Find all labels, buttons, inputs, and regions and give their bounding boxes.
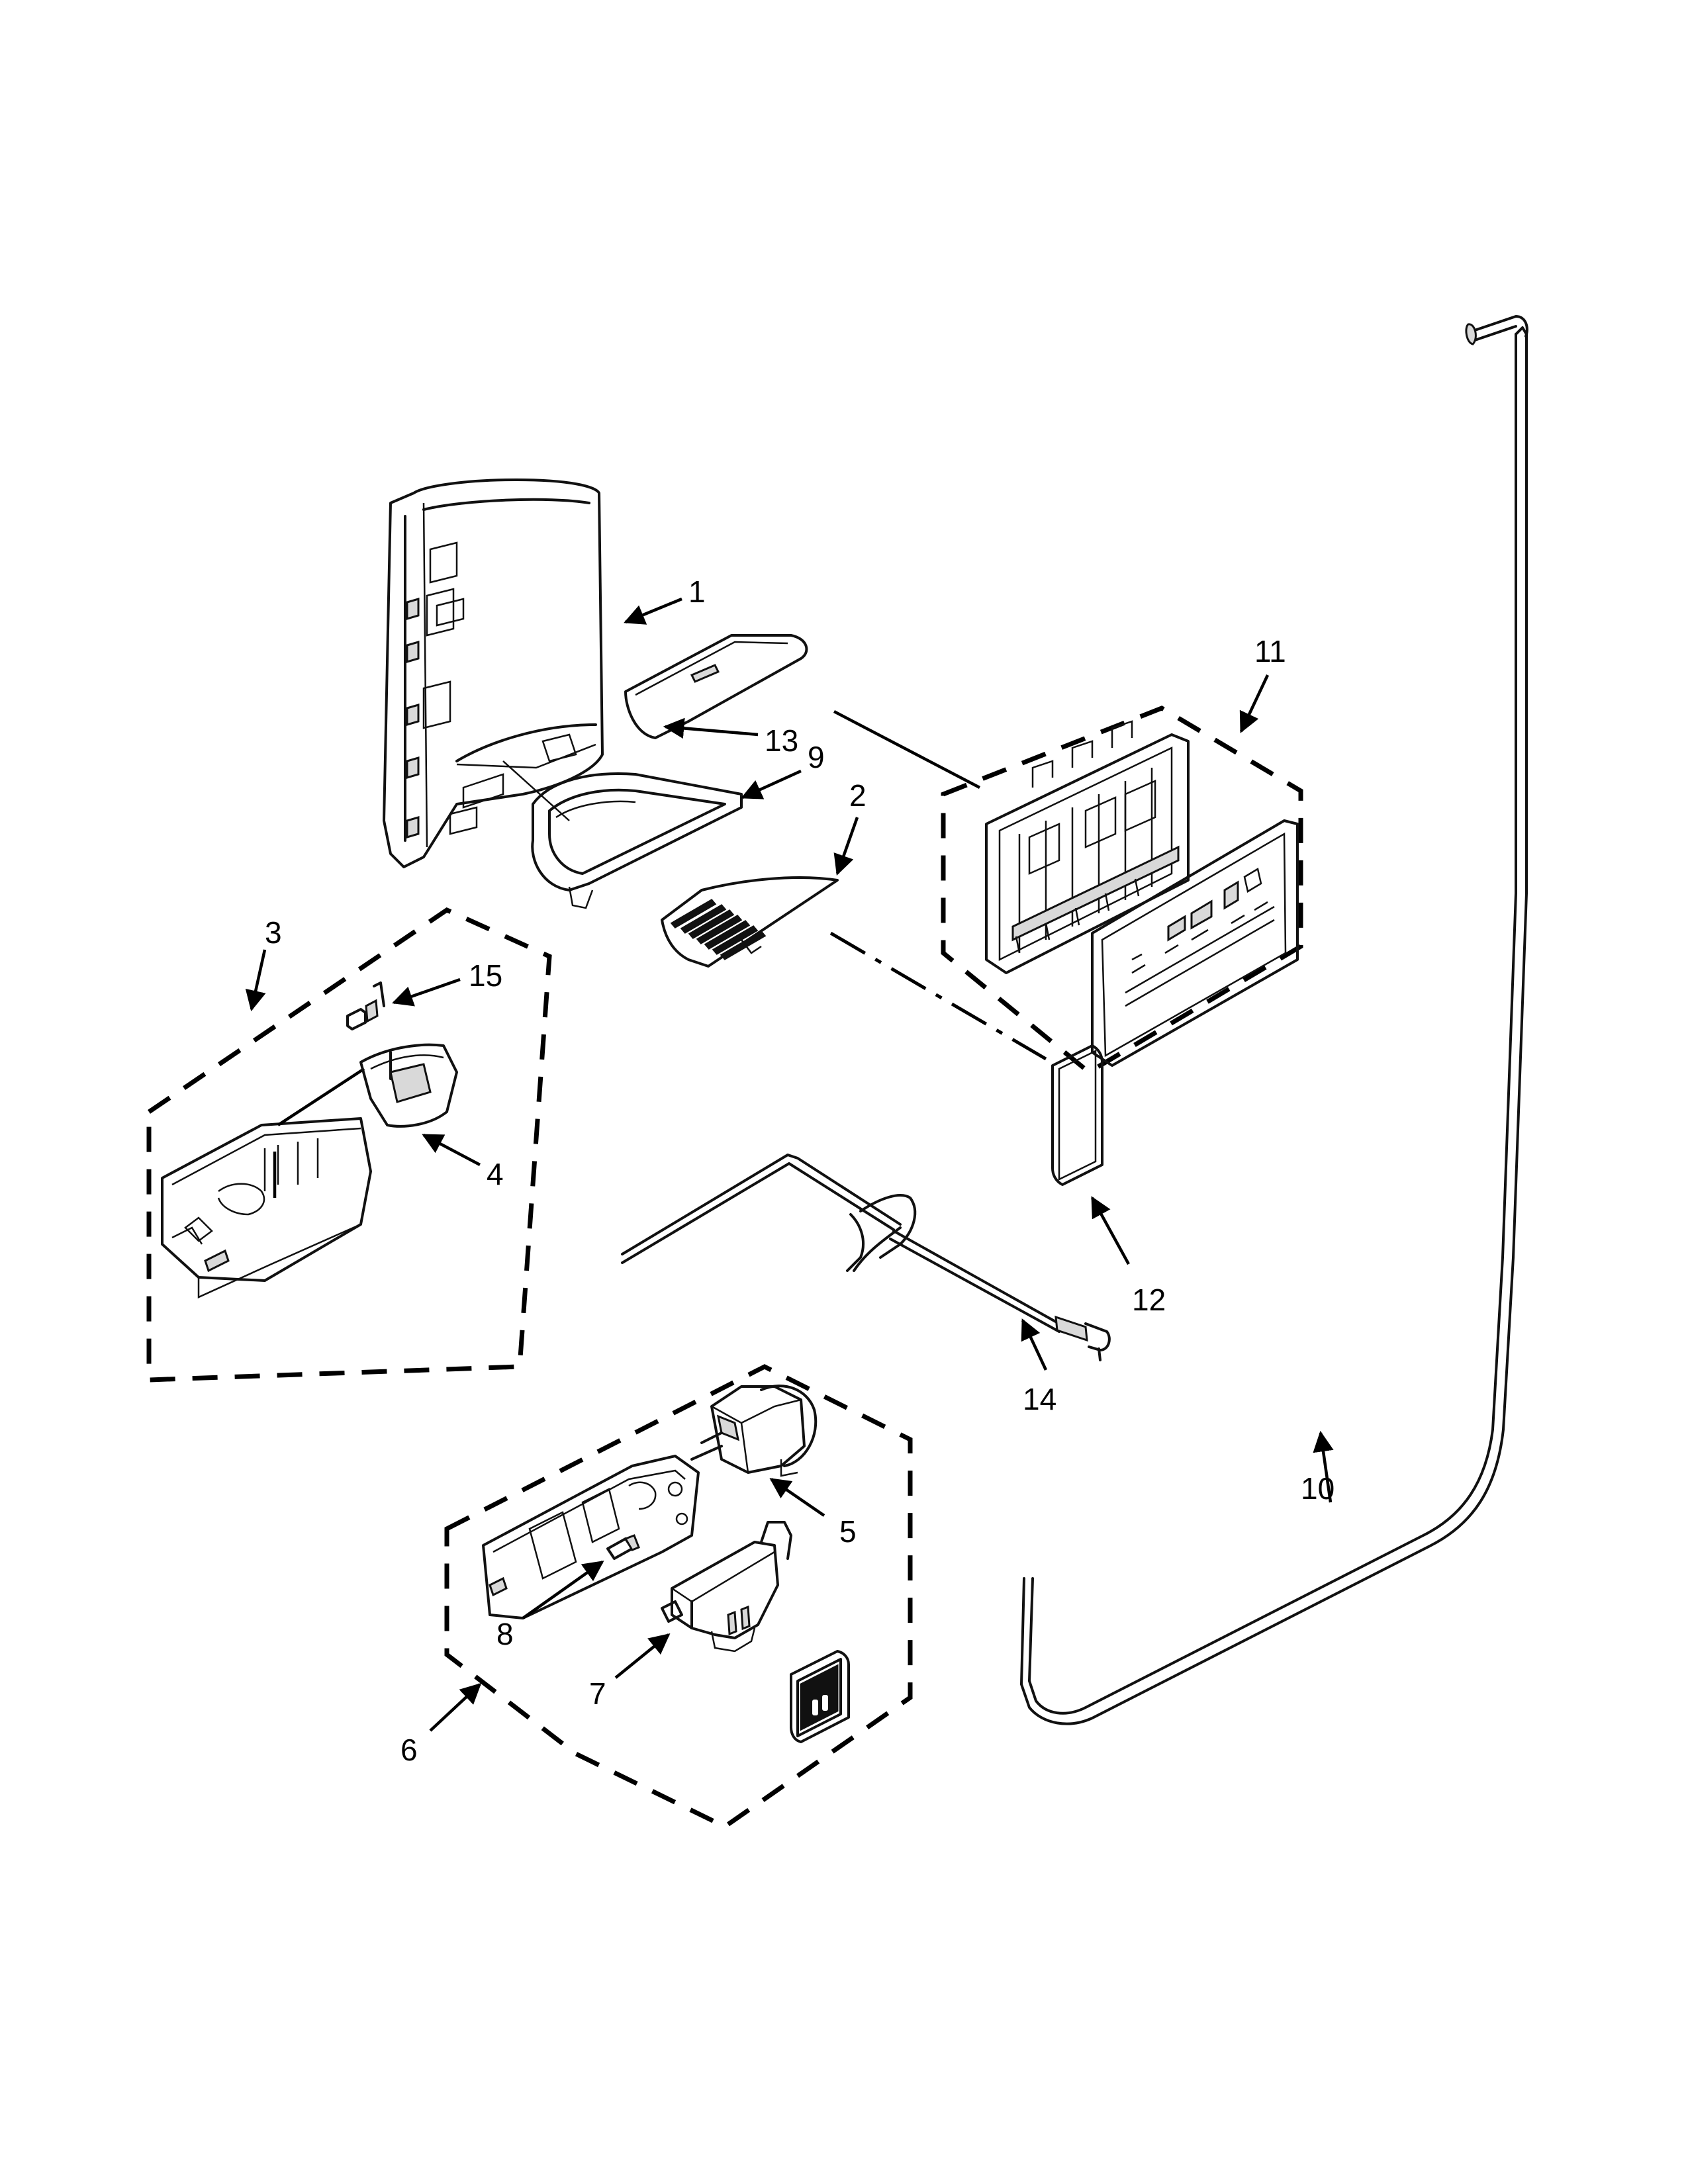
leader-5 xyxy=(769,1478,825,1517)
callout-8: 8 xyxy=(496,1617,514,1651)
callout-1: 1 xyxy=(688,574,706,609)
part-4-ice-chute xyxy=(359,1043,458,1128)
leader-8 xyxy=(522,1561,604,1619)
switch-slot-right xyxy=(822,1695,828,1711)
leader-7 xyxy=(614,1633,671,1679)
part-3-ice-module-assembly xyxy=(146,907,552,1383)
leader-9 xyxy=(741,769,802,799)
callout-6: 6 xyxy=(400,1733,418,1767)
callout-12: 12 xyxy=(1132,1283,1166,1317)
callout-11: 11 xyxy=(1254,634,1286,668)
leader-lines xyxy=(245,597,1334,1732)
leader-4 xyxy=(422,1134,481,1166)
leader-15 xyxy=(392,978,461,1007)
part-7-actuator xyxy=(661,1521,792,1653)
part-6-dispenser-motor-assembly xyxy=(444,1364,913,1830)
part-12-button-cover xyxy=(1051,1044,1103,1186)
callout-14: 14 xyxy=(1023,1382,1056,1416)
leader-10 xyxy=(1313,1430,1334,1503)
leader-6 xyxy=(429,1682,482,1732)
callout-5: 5 xyxy=(839,1514,857,1549)
callout-10: 10 xyxy=(1301,1471,1335,1506)
callout-2: 2 xyxy=(849,778,867,813)
switch-slot-left xyxy=(812,1700,818,1715)
part-13-shelf-plate xyxy=(624,634,808,739)
part-11-control-panel-assembly xyxy=(829,705,1303,1075)
callout-labels: 1 13 9 2 11 3 15 4 12 14 10 5 8 7 6 xyxy=(265,574,1335,1767)
callout-15: 15 xyxy=(469,958,502,993)
part-5-motor xyxy=(700,1385,818,1477)
leader-3 xyxy=(245,949,267,1012)
callout-3: 3 xyxy=(265,915,282,950)
switch-pad xyxy=(790,1650,850,1743)
callout-9: 9 xyxy=(808,740,825,774)
callout-13: 13 xyxy=(765,723,798,758)
part-14-water-tube xyxy=(621,1154,1111,1361)
part-15-switch xyxy=(346,981,385,1030)
leader-11 xyxy=(1239,674,1270,733)
part-10-water-line xyxy=(1020,315,1528,1725)
leader-14 xyxy=(1021,1318,1048,1371)
leader-12 xyxy=(1091,1196,1130,1265)
leader-13 xyxy=(663,717,759,739)
leader-2 xyxy=(833,817,859,876)
callout-7: 7 xyxy=(589,1676,606,1711)
leader-1 xyxy=(624,597,682,625)
part-1-dispenser-housing xyxy=(383,478,604,868)
callout-4: 4 xyxy=(487,1157,504,1191)
part-2-drip-grille xyxy=(661,876,839,968)
